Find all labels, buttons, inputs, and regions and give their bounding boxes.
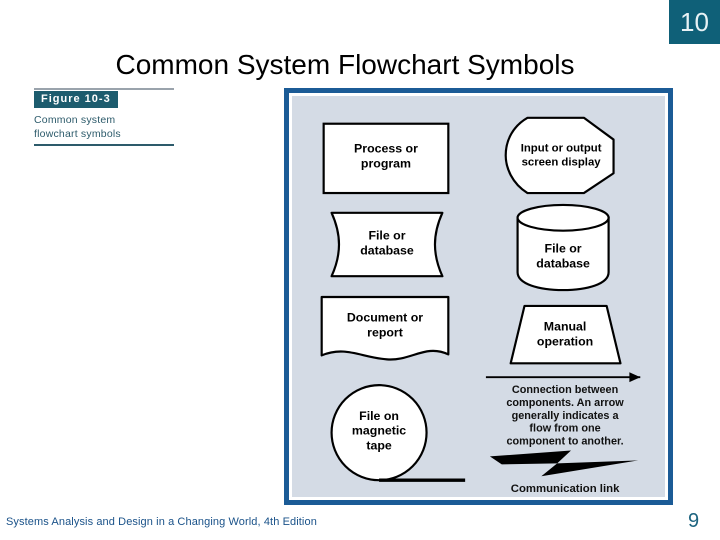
symbol-manual-operation-label-1: Manual (544, 320, 587, 334)
symbol-file-on-magnetic-tape-label-1: File on (359, 409, 399, 423)
symbol-file-on-magnetic-tape-label-3: tape (366, 438, 392, 452)
page-number: 9 (688, 510, 700, 532)
symbol-input-or-output-label-1: Input or output (521, 142, 602, 154)
chapter-number-badge: 10 (669, 0, 720, 44)
figure-caption-line-1: Common system (34, 114, 116, 126)
symbol-process-or-program-label-2: program (361, 156, 411, 170)
figure-caption-line-2: flowchart symbols (34, 128, 121, 140)
symbol-file-or-database-cylinder: File or database (516, 203, 610, 292)
symbol-file-or-database-curved-label-2: database (360, 243, 414, 257)
symbol-input-or-output-screen-display: Input or output screen display (504, 116, 615, 195)
figure-frame: Process or program File or database Docu… (284, 88, 673, 505)
figure-inner-panel: Process or program File or database Docu… (292, 96, 665, 497)
symbol-manual-operation-label-2: operation (537, 335, 593, 349)
symbol-file-or-database-curved: File or database (330, 211, 444, 278)
figure-caption-bottom-rule (34, 144, 174, 146)
connection-caption-line-5: component to another. (506, 436, 623, 448)
symbol-file-on-magnetic-tape: File on magnetic tape (330, 384, 466, 482)
page-title: Common System Flowchart Symbols (115, 49, 575, 80)
connection-arrow-icon (485, 372, 641, 383)
symbol-file-or-database-curved-label-1: File or (368, 229, 405, 243)
communication-link-bolt-icon: Communication link (489, 450, 639, 495)
connection-caption-line-4: flow from one (529, 423, 600, 435)
connection-arrow-caption: Connection between components. An arrow … (506, 384, 624, 447)
symbol-document-or-report: Document or report (320, 295, 450, 361)
symbol-document-or-report-label-2: report (367, 326, 403, 340)
symbol-process-or-program-label-1: Process or (354, 141, 418, 155)
symbol-file-on-magnetic-tape-label-2: magnetic (352, 424, 406, 438)
connection-caption-line-2: components. An arrow (506, 397, 624, 409)
symbol-file-or-database-cylinder-label-1: File or (545, 241, 582, 255)
figure-caption-block: Figure 10-3 Common system flowchart symb… (34, 88, 174, 141)
connection-caption-line-1: Connection between (512, 384, 618, 396)
figure-caption-text: Common system flowchart symbols (34, 113, 174, 141)
communication-link-caption: Communication link (511, 483, 620, 495)
symbol-process-or-program: Process or program (322, 122, 450, 195)
connection-caption-line-3: generally indicates a (512, 410, 620, 422)
symbol-file-or-database-cylinder-label-2: database (536, 256, 590, 270)
symbol-document-or-report-label-1: Document or (347, 311, 423, 325)
symbol-input-or-output-label-2: screen display (522, 156, 602, 168)
flowchart-symbols-diagram: Process or program File or database Docu… (320, 116, 641, 495)
footer-book-title: Systems Analysis and Design in a Changin… (6, 516, 317, 528)
symbol-manual-operation: Manual operation (509, 304, 622, 365)
figure-caption-top-rule (34, 88, 174, 90)
figure-number-tag: Figure 10-3 (34, 91, 118, 108)
